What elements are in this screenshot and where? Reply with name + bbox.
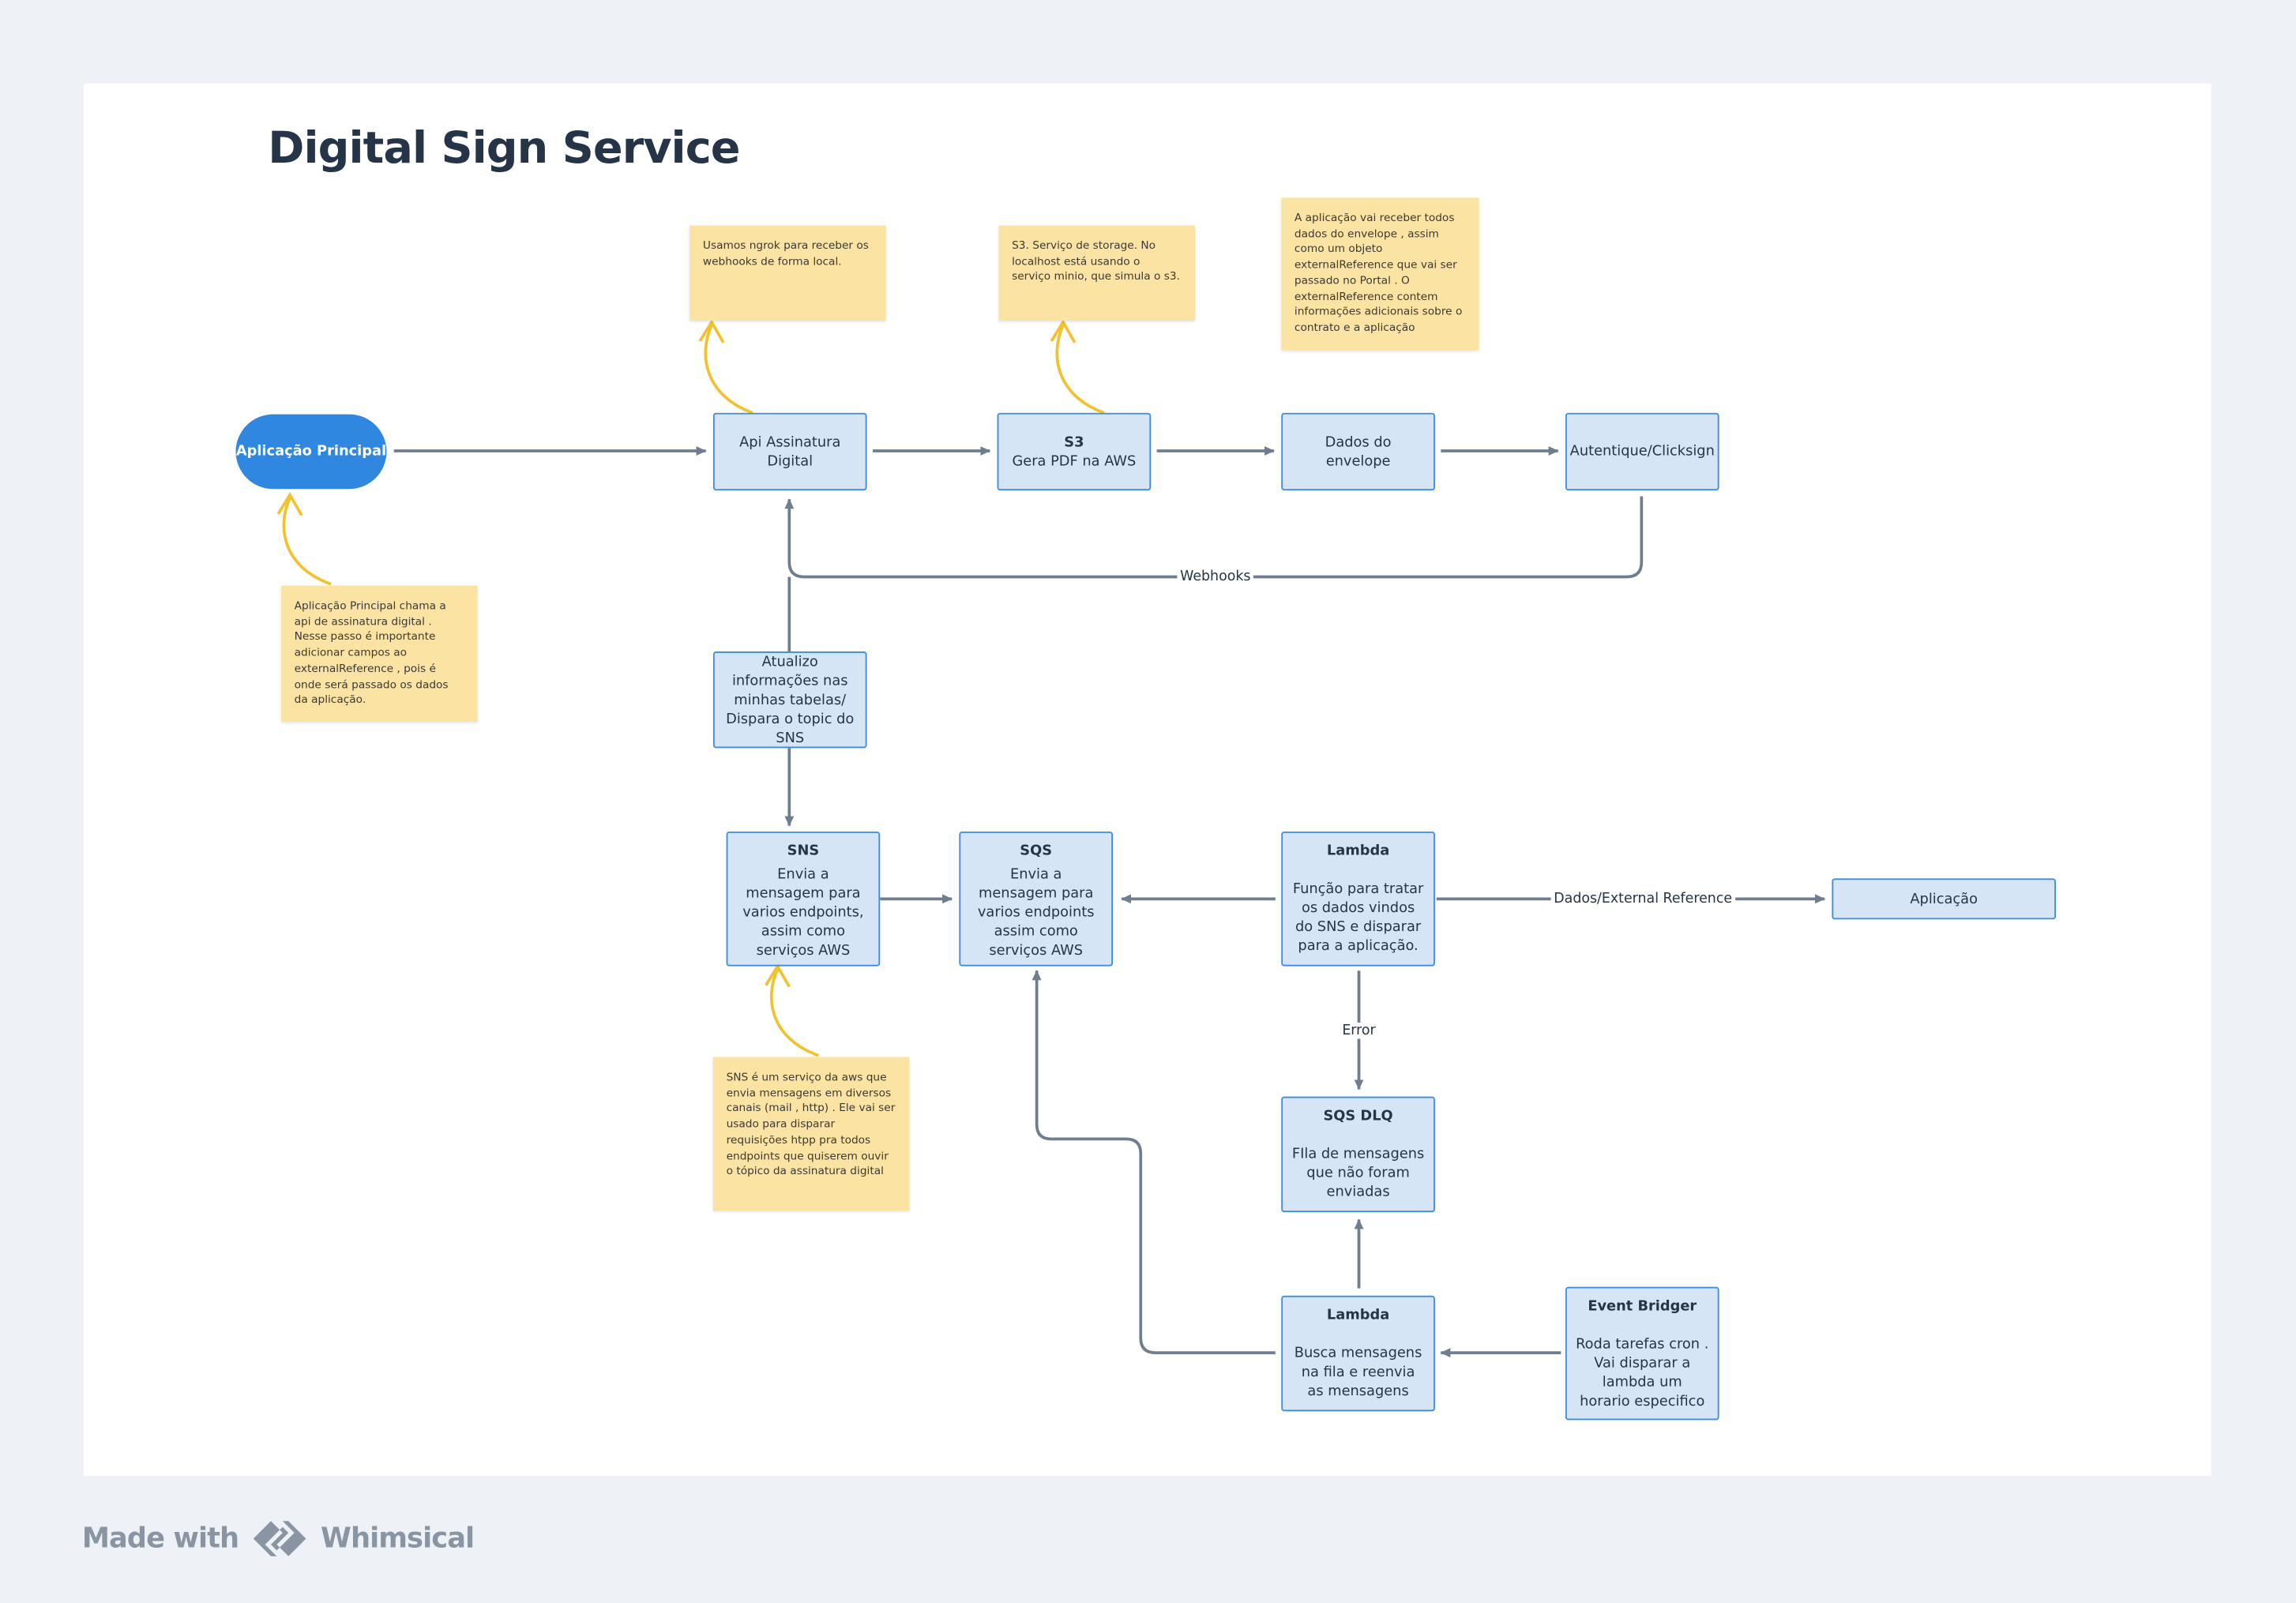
edge-label-error: Error — [1339, 1023, 1379, 1039]
node-dados-envelope[interactable]: Dados do envelope — [1281, 412, 1435, 491]
page-title: Digital Sign Service — [268, 122, 740, 175]
node-autentique-clicksign[interactable]: Autentique/Clicksign — [1565, 412, 1719, 491]
whimsical-logo-icon — [253, 1521, 306, 1556]
made-with-footer[interactable]: Made with Whimsical — [81, 1517, 475, 1561]
node-sqs-dlq-title: SQS DLQ — [1323, 1108, 1393, 1124]
node-s3-text: Gera PDF na AWS — [1012, 452, 1137, 470]
node-lambda-resend-title: Lambda — [1326, 1307, 1390, 1324]
node-event-bridger-text: Roda tarefas cron . Vai disparar a lambd… — [1576, 1336, 1709, 1410]
footer-made-with: Made with — [81, 1522, 239, 1555]
node-api-assinatura-digital[interactable]: Api Assinatura Digital — [712, 412, 867, 491]
node-event-bridger[interactable]: Event Bridger Roda tarefas cron . Vai di… — [1565, 1286, 1719, 1421]
node-sns-text: Envia a mensagem para varios endpoints, … — [742, 866, 864, 959]
note-arrow-principal-head — [276, 492, 303, 516]
note-arrow-ngrok — [704, 324, 753, 415]
node-aplicacao-principal[interactable]: Aplicação Principal — [235, 414, 387, 490]
edge-label-webhooks: Webhooks — [1177, 569, 1254, 585]
node-sqs-dlq-text: FIla de mensagens que não foram enviadas — [1291, 1146, 1425, 1201]
note-s3: S3. Serviço de storage. No localhost est… — [998, 225, 1195, 321]
edge-label-dados-external: Dados/External Reference — [1550, 891, 1735, 907]
node-sqs-dlq[interactable]: SQS DLQ FIla de mensagens que não foram … — [1281, 1096, 1435, 1213]
edge-lambda2-to-sqs — [1032, 970, 1276, 1354]
edge-webhooks — [784, 496, 1644, 579]
footer-brand: Whimsical — [321, 1522, 475, 1555]
node-sns[interactable]: SNS Envia a mensagem para varios endpoin… — [726, 832, 881, 967]
note-arrow-s3 — [1055, 324, 1105, 415]
node-sns-title: SNS — [787, 843, 820, 860]
node-lambda-sns-text: Função para tratar os dados vindos do SN… — [1292, 881, 1424, 955]
note-principal: Aplicação Principal chama a api de assin… — [280, 585, 478, 723]
node-atualizo-informacoes[interactable]: Atualizo informações nas minhas tabelas/… — [712, 651, 867, 749]
note-arrow-sns — [769, 968, 820, 1057]
node-lambda-sns-title: Lambda — [1326, 843, 1390, 860]
node-aplicacao[interactable]: Aplicação — [1832, 878, 2057, 920]
node-lambda-resend[interactable]: Lambda Busca mensagens na fila e reenvia… — [1281, 1295, 1435, 1412]
note-envelope: A aplicação vai receber todos dados do e… — [1281, 197, 1479, 351]
node-s3-title: S3 — [1064, 434, 1084, 451]
node-lambda-sns[interactable]: Lambda Função para tratar os dados vindo… — [1281, 832, 1435, 967]
note-ngrok: Usamos ngrok para receber os webhooks de… — [690, 225, 886, 321]
node-sqs[interactable]: SQS Envia a mensagem para varios endpoin… — [959, 832, 1114, 967]
note-sns: SNS é um serviço da aws que envia mensag… — [712, 1057, 910, 1211]
node-s3[interactable]: S3 Gera PDF na AWS — [997, 412, 1152, 491]
node-lambda-resend-text: Busca mensagens na fila e reenvia as men… — [1294, 1345, 1422, 1400]
node-sqs-text: Envia a mensagem para varios endpoints a… — [977, 866, 1095, 959]
node-sqs-title: SQS — [1020, 843, 1053, 860]
note-arrow-s3-head — [1050, 319, 1077, 344]
node-event-bridger-title: Event Bridger — [1588, 1298, 1697, 1315]
note-arrow-ngrok-head — [698, 319, 725, 344]
note-arrow-principal — [282, 497, 332, 586]
